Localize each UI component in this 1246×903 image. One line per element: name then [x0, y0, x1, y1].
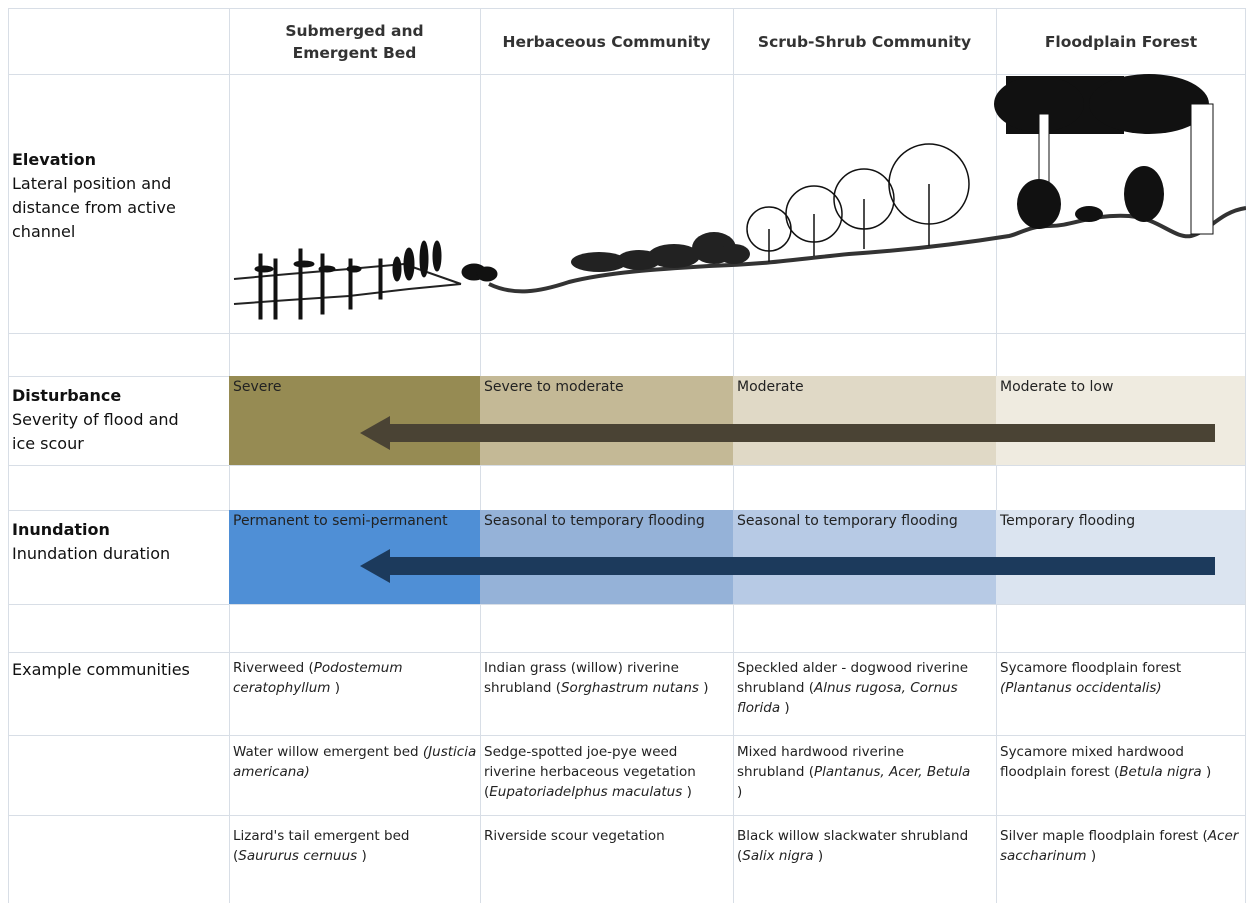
inundation-title: Inundation: [12, 520, 110, 539]
column-header-floodplain: Floodplain Forest: [1044, 32, 1198, 51]
disturbance-value: Moderate to low: [1000, 379, 1114, 395]
disturbance-value: Severe: [233, 379, 282, 395]
column-header-herbaceous: Herbaceous Community: [502, 32, 711, 51]
example-cell: Black willow slackwater shrubland (Salix…: [737, 828, 969, 864]
elevation-illustration: [233, 74, 1246, 320]
inundation-desc: Inundation duration: [12, 544, 171, 563]
grid-line: [8, 74, 1246, 75]
disturbance-band: Severe: [229, 376, 480, 465]
example-cell: Silver maple floodplain forest (Acer sac…: [1000, 828, 1239, 864]
inundation-value: Temporary flooding: [1000, 513, 1136, 529]
grid-line: [8, 8, 1246, 9]
inundation-label: Inundation Inundation duration: [12, 518, 222, 566]
disturbance-arrow: [360, 416, 1215, 450]
elevation-title: Elevation: [12, 150, 97, 169]
elevation-desc: distance from active: [12, 198, 176, 217]
inundation-value: Permanent to semi-permanent: [233, 513, 448, 529]
aquatic-plants-icon: [233, 240, 498, 320]
examples-label: Example communities: [12, 660, 190, 679]
example-cell: Sycamore mixed hardwood floodplain fores…: [1000, 744, 1212, 780]
disturbance-band: Moderate to low: [996, 376, 1245, 465]
example-cell: Riverweed (Podostemum ceratophyllum ): [233, 660, 403, 696]
inundation-value: Seasonal to temporary flooding: [737, 513, 958, 529]
disturbance-band: Moderate: [733, 376, 996, 465]
ground-profile: [488, 206, 1246, 294]
inundation-value: Seasonal to temporary flooding: [484, 513, 705, 529]
elevation-desc: Lateral position and: [12, 174, 172, 193]
example-cell: Riverside scour vegetation: [484, 828, 665, 844]
forest-trees-icon: [994, 74, 1214, 235]
disturbance-value: Severe to moderate: [484, 379, 624, 395]
example-cell: Sycamore floodplain forest (Plantanus oc…: [1000, 660, 1182, 696]
elevation-label: Elevation Lateral position and distance …: [12, 148, 222, 244]
shrub-icon: [746, 143, 970, 262]
example-cell: Indian grass (willow) riverine shrubland…: [484, 660, 709, 696]
herbaceous-vegetation-icon: [571, 232, 750, 272]
grid-line: [8, 735, 1246, 736]
example-cell: Mixed hardwood riverine shrubland (Plant…: [737, 744, 971, 800]
grid-line: [8, 604, 1246, 605]
column-header-scrub-shrub: Scrub-Shrub Community: [757, 32, 972, 51]
disturbance-value: Moderate: [737, 379, 804, 395]
grid-line: [8, 333, 1246, 334]
disturbance-band: Severe to moderate: [480, 376, 733, 465]
disturbance-label: Disturbance Severity of flood and ice sc…: [12, 384, 222, 456]
disturbance-desc: ice scour: [12, 434, 84, 453]
elevation-desc: channel: [12, 222, 76, 241]
example-cell: Lizard's tail emergent bed (Saururus cer…: [233, 828, 410, 864]
example-cell: Sedge-spotted joe-pye weed riverine herb…: [484, 744, 696, 800]
grid-line: [8, 815, 1246, 816]
example-cell: Water willow emergent bed (Justicia amer…: [233, 744, 477, 780]
inundation-arrow: [360, 549, 1215, 583]
disturbance-desc: Severity of flood and: [12, 410, 179, 429]
grid-line: [8, 652, 1246, 653]
disturbance-title: Disturbance: [12, 386, 122, 405]
grid-line: [8, 465, 1246, 466]
grid-line: [8, 8, 9, 903]
example-cell: Speckled alder - dogwood riverine shrubl…: [737, 660, 969, 716]
